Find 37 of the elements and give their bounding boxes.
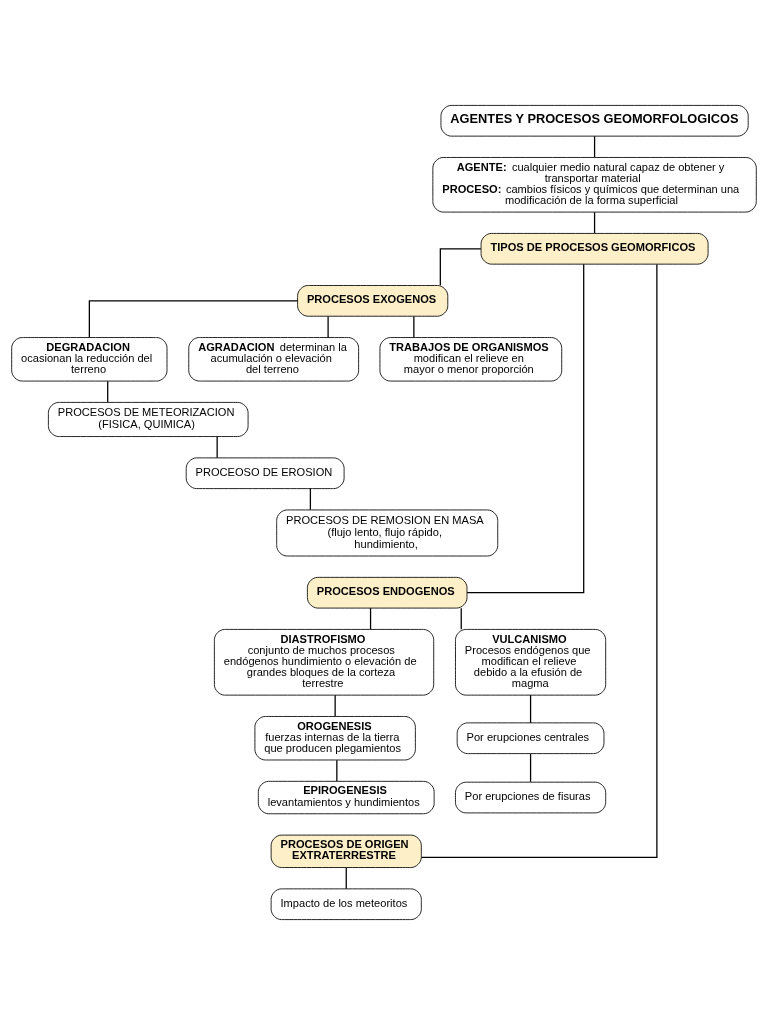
connector	[107, 380, 109, 403]
node-box: PROCEOSO DE EROSION	[185, 456, 345, 489]
node-box: AGRADACION determinan la acumulación o elevación del terreno	[188, 336, 360, 381]
connector	[529, 752, 532, 782]
connector	[336, 759, 338, 782]
node-box: PROCESOS DE METEORIZACION (FISICA, QUIMICA)	[47, 401, 249, 437]
node-box: VULCANISMO Procesos endógenos que modifican el relieve debido a la efusión de magma	[455, 628, 607, 696]
connector	[88, 299, 299, 338]
node-box: AGENTE: cualquier medio natural capaz de obtener y transportar material PROCESO: cambios físicos y químicos que determinan una modificación de la forma superficial	[432, 156, 757, 212]
node-box: DEGRADACION ocasionan la reducción del terreno	[11, 336, 168, 381]
connector	[345, 866, 347, 889]
connector	[420, 263, 658, 858]
node-box: TIPOS DE PROCESOS GEOMORFICOS	[480, 232, 709, 265]
node-box: AGENTES Y PROCESOS GEOMORFOLOGICOS	[440, 104, 749, 137]
connector	[439, 247, 482, 286]
node-box: EPIROGENESIS levantamientos y hundimientos	[257, 780, 435, 814]
connector	[334, 694, 336, 717]
connector	[593, 135, 596, 158]
node-box: OROGENESIS fuerzas internas de la tierra que producen plegamientos	[254, 715, 416, 760]
node-box: PROCESOS DE ORIGEN EXTRATERRESTRE	[270, 834, 422, 868]
node-box: PROCESOS DE REMOSION EN MASA (flujo lento, flujo rápido, hundimiento,	[276, 509, 499, 556]
connector	[369, 607, 372, 630]
connector	[529, 694, 532, 723]
node-box: Impacto de los meteoritos	[270, 887, 422, 920]
node-box: Por erupciones centrales	[456, 721, 605, 754]
connector	[309, 487, 312, 510]
connector	[593, 211, 596, 234]
connector	[466, 263, 585, 593]
connector	[216, 435, 218, 458]
node-box: TRABAJOS DE ORGANISMOS modifican el relieve en mayor o menor proporción	[379, 336, 563, 381]
node-box: DIASTROFISMO conjunto de muchos procesos endógenos hundimiento o elevación de grandes bloques de la corteza terrestre	[213, 628, 435, 696]
node-box: Por erupciones de fisuras	[455, 781, 607, 813]
node-box: PROCESOS ENDOGENOS	[306, 576, 468, 608]
connector	[413, 315, 415, 338]
connector	[460, 607, 462, 630]
connector	[327, 315, 329, 338]
node-box: PROCESOS EXOGENOS	[297, 284, 449, 317]
